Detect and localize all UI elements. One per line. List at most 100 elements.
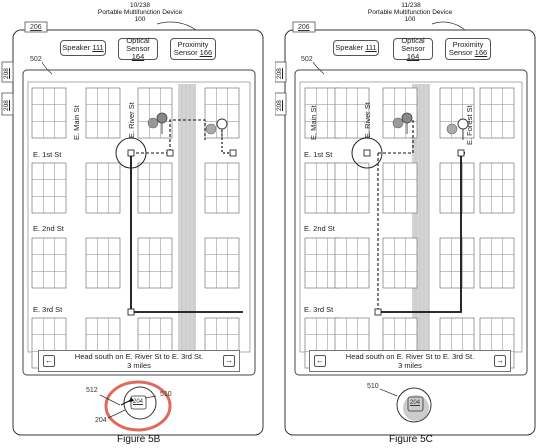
city-block [479, 87, 515, 139]
location-circle [115, 137, 147, 169]
street-1st[interactable]: E. 1st St [33, 150, 62, 159]
callout-510: 510 [160, 391, 172, 398]
next-step-button[interactable]: → [494, 355, 506, 367]
city-block [439, 162, 475, 214]
figure-5b: 10/238 Portable Multifunction Device 100… [1, 2, 264, 445]
home-button-contact [403, 395, 429, 421]
prev-step-button[interactable]: ← [314, 355, 326, 367]
home-button-square [130, 395, 147, 410]
city-block [334, 162, 370, 214]
callout-512-leader [99, 394, 121, 406]
proximity-sensor-chip: Proximity Sensor 166 [170, 38, 216, 60]
street-3rd[interactable]: E. 3rd St [304, 305, 334, 314]
speaker-ref: 111 [365, 42, 377, 52]
city-block [31, 162, 67, 214]
directions-bar[interactable]: ← Head south on E. River St to E. 3rd St… [309, 350, 511, 372]
map-pin-a [392, 112, 413, 134]
device-outline [284, 29, 536, 436]
speaker-label: Speaker [335, 42, 364, 52]
speaker-label: Speaker [62, 42, 91, 52]
city-block [439, 237, 475, 289]
speaker-chip: Speaker 111 [333, 40, 379, 56]
page-ref: 10/238 [130, 2, 150, 9]
city-block [137, 87, 173, 139]
ref-502-leader [312, 61, 325, 75]
directions-bar[interactable]: ← Head south on E. River St to E. 3rd St… [38, 350, 240, 372]
proximity-sensor-chip: Proximity Sensor 166 [445, 38, 491, 60]
city-block [304, 87, 340, 139]
city-block [304, 162, 340, 214]
ref-208-b: 208 [276, 100, 283, 111]
street-2nd[interactable]: E. 2nd St [33, 224, 64, 233]
figure-5b-drawing [1, 21, 264, 436]
optical-label-2: Sensor [401, 43, 425, 53]
optical-ref: 164 [406, 52, 420, 62]
street-river[interactable]: E. River St [127, 102, 136, 138]
location-circle [351, 137, 383, 169]
ref-208-box-b [275, 92, 287, 116]
page-ref: 11/238 [401, 2, 421, 9]
city-block [382, 162, 418, 214]
optical-label: Optical [126, 35, 150, 45]
street-main[interactable]: E. Main St [72, 105, 81, 140]
route-dashed [131, 119, 206, 154]
prev-step-button[interactable]: ← [43, 355, 55, 367]
street-river[interactable]: E. River St [363, 102, 372, 138]
start-marker [363, 149, 371, 157]
end-marker [374, 308, 382, 316]
street-2nd[interactable]: E. 2nd St [304, 224, 335, 233]
ref-208-b: 208 [3, 100, 10, 111]
street-1st[interactable]: E. 1st St [304, 150, 333, 159]
swipe-arrow-head [129, 397, 134, 402]
east-marker [229, 149, 237, 157]
home-button-ref[interactable]: 204 [133, 399, 144, 405]
device-title: Portable Multifunction Device [367, 9, 453, 16]
figure-caption: Figure 5B [117, 434, 161, 445]
proximity-ref: 166 [474, 48, 488, 57]
home-button-square [407, 396, 424, 412]
proximity-label-2: Sensor [448, 48, 473, 57]
street-3rd[interactable]: E. 3rd St [33, 305, 63, 314]
waypoint-marker [457, 149, 465, 157]
direction-distance: 3 miles [398, 360, 422, 370]
city-block [334, 237, 370, 289]
city-block [382, 237, 418, 289]
speaker-chip: Speaker 111 [60, 40, 106, 56]
city-block [479, 162, 515, 214]
direction-text: Head south on E. River St to E. 3rd St. [345, 352, 475, 361]
device-ref: 100 [404, 16, 416, 23]
map-pin-b [446, 118, 469, 140]
city-block [85, 162, 121, 214]
ref-502: 502 [301, 56, 313, 63]
ref-206-box [24, 21, 48, 33]
ref-208-a: 208 [276, 68, 283, 79]
optical-label: Optical [401, 35, 425, 45]
city-block [137, 162, 173, 214]
ref-206: 206 [30, 24, 42, 31]
next-step-button[interactable]: → [223, 355, 235, 367]
ref-208-a: 208 [3, 68, 10, 79]
street-forest[interactable]: E. Forest St [465, 105, 474, 145]
ref-206: 206 [298, 24, 310, 31]
end-marker [127, 308, 135, 316]
city-block [204, 237, 240, 289]
proximity-label-2: Sensor [173, 48, 198, 57]
speaker-ref: 111 [92, 42, 104, 52]
home-button-ref[interactable]: 204 [410, 400, 421, 406]
route-dashed-top [378, 120, 414, 154]
optical-label-2: Sensor [126, 43, 150, 53]
city-block [382, 87, 418, 139]
ref-208-box-b [1, 92, 14, 116]
callout-510-leader [144, 395, 157, 399]
ref-204-leader [107, 409, 126, 419]
city-block [137, 237, 173, 289]
device-title: Portable Multifunction Device [97, 9, 183, 16]
ref-502: 502 [30, 56, 42, 63]
map-pin-b [205, 118, 228, 140]
direction-distance: 3 miles [127, 360, 151, 370]
direction-text: Head south on E. River St to E. 3rd St. [74, 352, 204, 361]
optical-ref: 164 [131, 52, 145, 62]
proximity-label: Proximity [452, 39, 484, 49]
street-main[interactable]: E. Main St [309, 105, 318, 140]
start-marker [127, 149, 135, 157]
